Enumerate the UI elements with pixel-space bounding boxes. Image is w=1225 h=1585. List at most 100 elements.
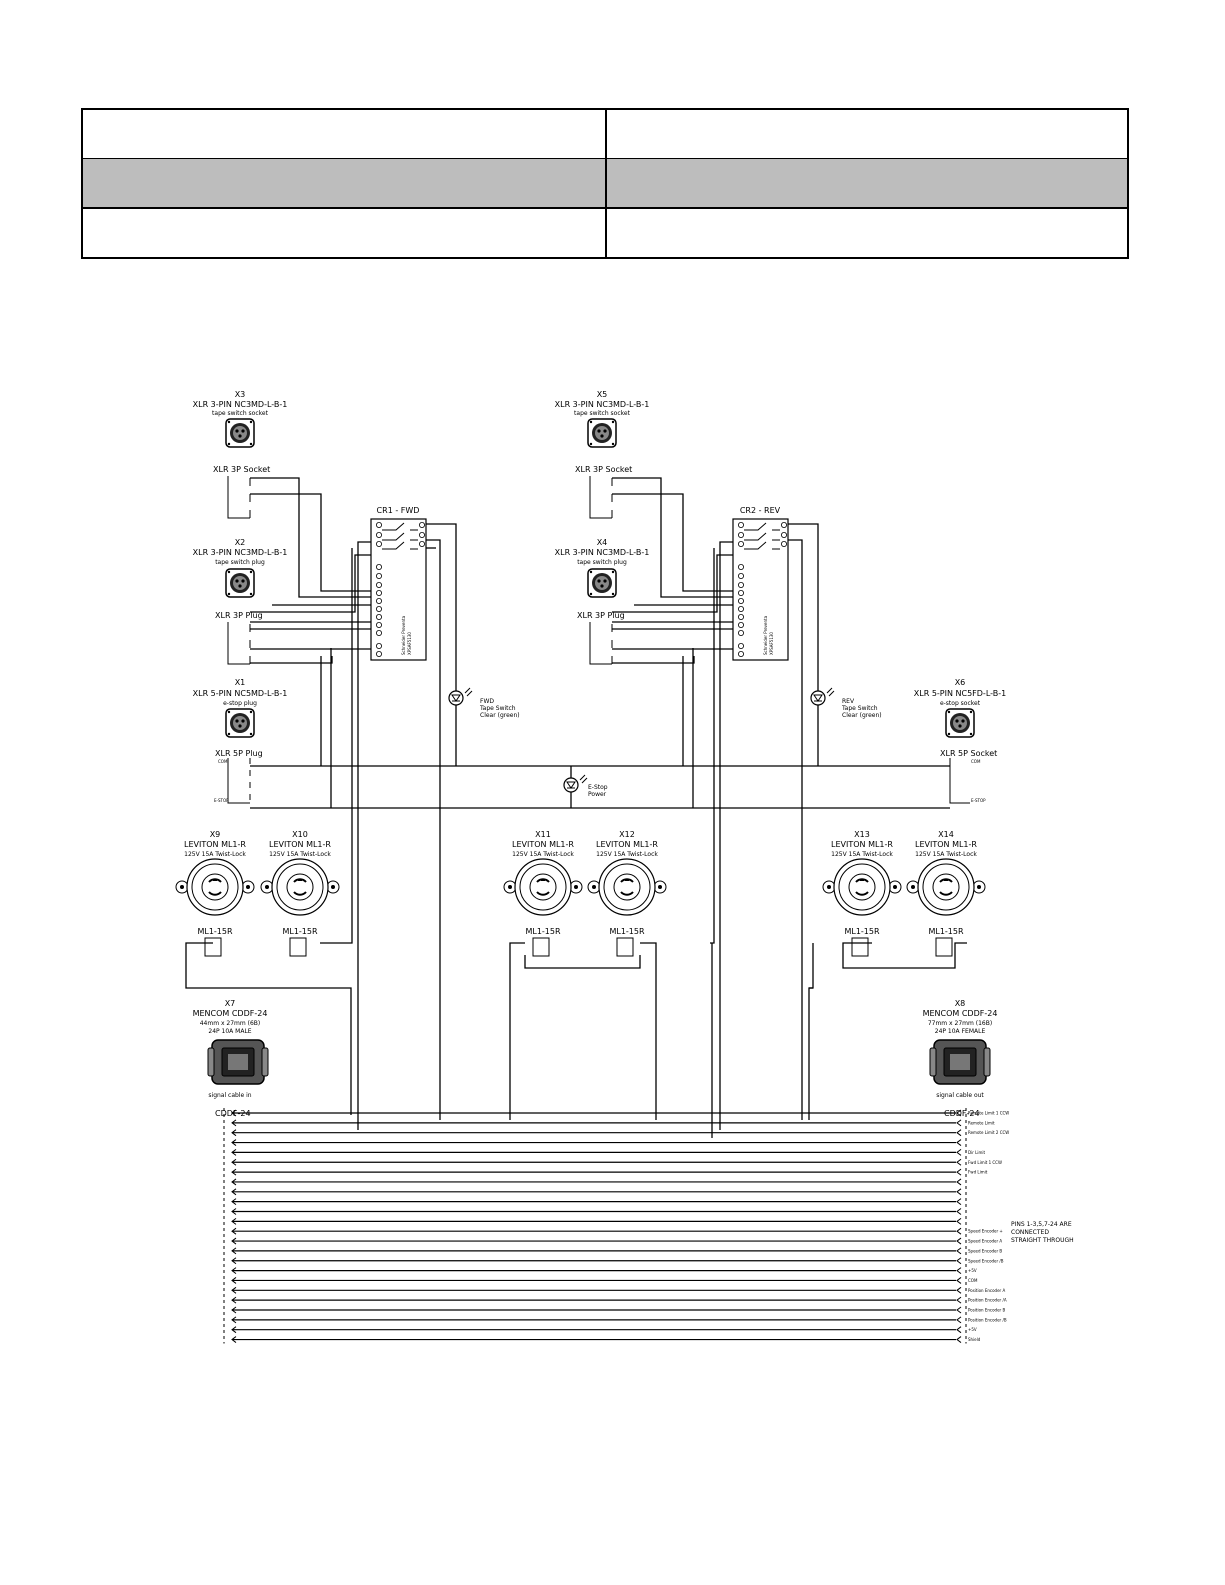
pin-arrow-icon: [956, 1198, 962, 1206]
relay-cr2-title: CR2 - REV: [740, 506, 781, 515]
cddf-pin-lines: [223, 1108, 967, 1344]
cddf-pin-label: Fwd Limit: [968, 1170, 988, 1175]
x13-part: LEVITON ML1-R: [831, 840, 893, 849]
estop-lamp-label-2: Power: [588, 791, 607, 798]
x14-part: LEVITON ML1-R: [915, 840, 977, 849]
x13-rating: 125V 15A Twist-Lock: [831, 851, 893, 858]
pin-arrow-icon: [956, 1109, 962, 1117]
x2-part: XLR 3-PIN NC3MD-L-B-1: [193, 548, 288, 557]
relay-terminal: [375, 532, 382, 539]
pin-note-1: PINS 1-3,5,7-24 ARE: [1011, 1221, 1072, 1228]
x9-rating: 125V 15A Twist-Lock: [184, 851, 246, 858]
x3-terminal: XLR 3P Socket: [213, 465, 270, 474]
x8-rating: 24P 10A FEMALE: [935, 1028, 986, 1035]
x1-pin-com: COM: [218, 759, 228, 764]
relay-terminal: [738, 614, 745, 621]
pin-arrow-icon: [956, 1149, 962, 1156]
pin-arrow-icon: [231, 1326, 237, 1334]
x8-terminal: CDDF-24: [944, 1109, 980, 1118]
pin-arrow-icon: [956, 1208, 962, 1215]
relay-terminal: [738, 651, 745, 658]
wiring-lines: [185, 477, 967, 1138]
pin-arrow-icon: [231, 1237, 237, 1245]
mencom-x7-icon: [207, 1039, 269, 1085]
pin-arrow-icon: [231, 1267, 237, 1274]
pin-arrow-icon: [231, 1257, 237, 1265]
pin-arrow-icon: [956, 1227, 962, 1235]
pin-arrow-icon: [231, 1227, 237, 1235]
x13-id: X13: [854, 830, 870, 839]
cddf-pin-label: Position Encoder A: [968, 1288, 1005, 1293]
x10-rating: 125V 15A Twist-Lock: [269, 851, 331, 858]
x7-size: 44mm x 27mm (6B): [200, 1020, 261, 1027]
relay-terminal: [375, 643, 382, 650]
cddf-pin-label: +5V: [968, 1327, 977, 1332]
relay-terminal: [738, 643, 745, 650]
receptacle-x9-icon: [175, 851, 255, 916]
x6-part: XLR 5-PIN NC5FD-L-B-1: [914, 689, 1006, 698]
pin-arrow-icon: [956, 1277, 962, 1284]
pin-note-3: STRAIGHT THROUGH: [1011, 1237, 1074, 1244]
x2-terminal: XLR 3P Plug: [215, 611, 263, 620]
rev-lamp-label-1: REV: [842, 698, 855, 705]
pin-arrow-icon: [231, 1149, 237, 1156]
pin-arrow-icon: [231, 1168, 237, 1176]
cddf-block-bracket: [223, 1108, 967, 1344]
cddf-pin-label: Remote Limit: [968, 1120, 995, 1125]
x10-term: ML1-15R: [282, 927, 318, 936]
pin-arrow-icon: [231, 1158, 237, 1166]
estop-lamp-icon: [563, 774, 588, 793]
pin-arrow-icon: [231, 1277, 237, 1284]
estop-lamp-label-1: E-Stop: [588, 784, 608, 791]
x10-id: X10: [292, 830, 308, 839]
relay-terminal: [738, 630, 745, 637]
cddf-pin-label: Speed Encoder /B: [968, 1258, 1004, 1263]
cddf-pin-label: Position Encoder B: [968, 1308, 1005, 1313]
title-block-divider: [605, 110, 607, 257]
pin-arrow-icon: [956, 1326, 962, 1334]
rev-lamp-label-3: Clear (green): [842, 712, 882, 719]
x12-rating: 125V 15A Twist-Lock: [596, 851, 658, 858]
relay-terminal: [375, 614, 382, 621]
relay-terminal: [738, 590, 745, 597]
xlr-socket-x6-icon: [945, 708, 975, 738]
x1-terminal: XLR 5P Plug: [215, 749, 263, 758]
relay-terminal: [375, 541, 382, 548]
fwd-lamp-label-2: Tape Switch: [479, 705, 516, 712]
x4-terminal: XLR 3P Plug: [577, 611, 625, 620]
x1-part: XLR 5-PIN NC5MD-L-B-1: [193, 689, 288, 698]
fwd-lamp-icon: [448, 687, 473, 706]
pin-arrow-icon: [231, 1119, 237, 1127]
cddf-pin-label: Position Encoder /A: [968, 1298, 1007, 1303]
fwd-lamp-label-1: FWD: [480, 698, 494, 705]
relay-terminal: [738, 598, 745, 605]
x11-id: X11: [535, 830, 551, 839]
relay-cr1-brand: Schneider Preventa: [401, 615, 406, 655]
pin-arrow-icon: [231, 1247, 237, 1255]
pin-arrow-icon: [231, 1109, 237, 1117]
relay-terminal: [738, 532, 745, 539]
pin-arrow-icon: [956, 1247, 962, 1255]
relay-terminal: [375, 606, 382, 613]
x6-id: X6: [955, 678, 966, 687]
pin-arrow-icon: [956, 1306, 962, 1314]
title-block-table: [81, 108, 1129, 259]
x6-terminal: XLR 5P Socket: [940, 749, 997, 758]
relay-terminal: [738, 522, 745, 529]
relay-terminal: [781, 541, 788, 548]
relay-terminal: [375, 598, 382, 605]
pin-arrow-icon: [231, 1296, 237, 1304]
cddf-pin-label: Remote Limit 2 CCW: [968, 1130, 1009, 1135]
rev-lamp-label-2: Tape Switch: [841, 705, 878, 712]
pin-arrow-icon: [231, 1316, 237, 1324]
x7-part: MENCOM CDDF-24: [193, 1009, 268, 1018]
cddf-pin-label: Dir Limit: [968, 1150, 985, 1155]
x6-pin-com: COM: [971, 759, 981, 764]
cddf-pin-label: Fwd Limit 1 CCW: [968, 1160, 1002, 1165]
x14-id: X14: [938, 830, 954, 839]
pin-arrow-icon: [231, 1139, 237, 1146]
relay-terminal: [738, 564, 745, 571]
relay-terminal: [781, 522, 788, 529]
x12-term: ML1-15R: [609, 927, 645, 936]
